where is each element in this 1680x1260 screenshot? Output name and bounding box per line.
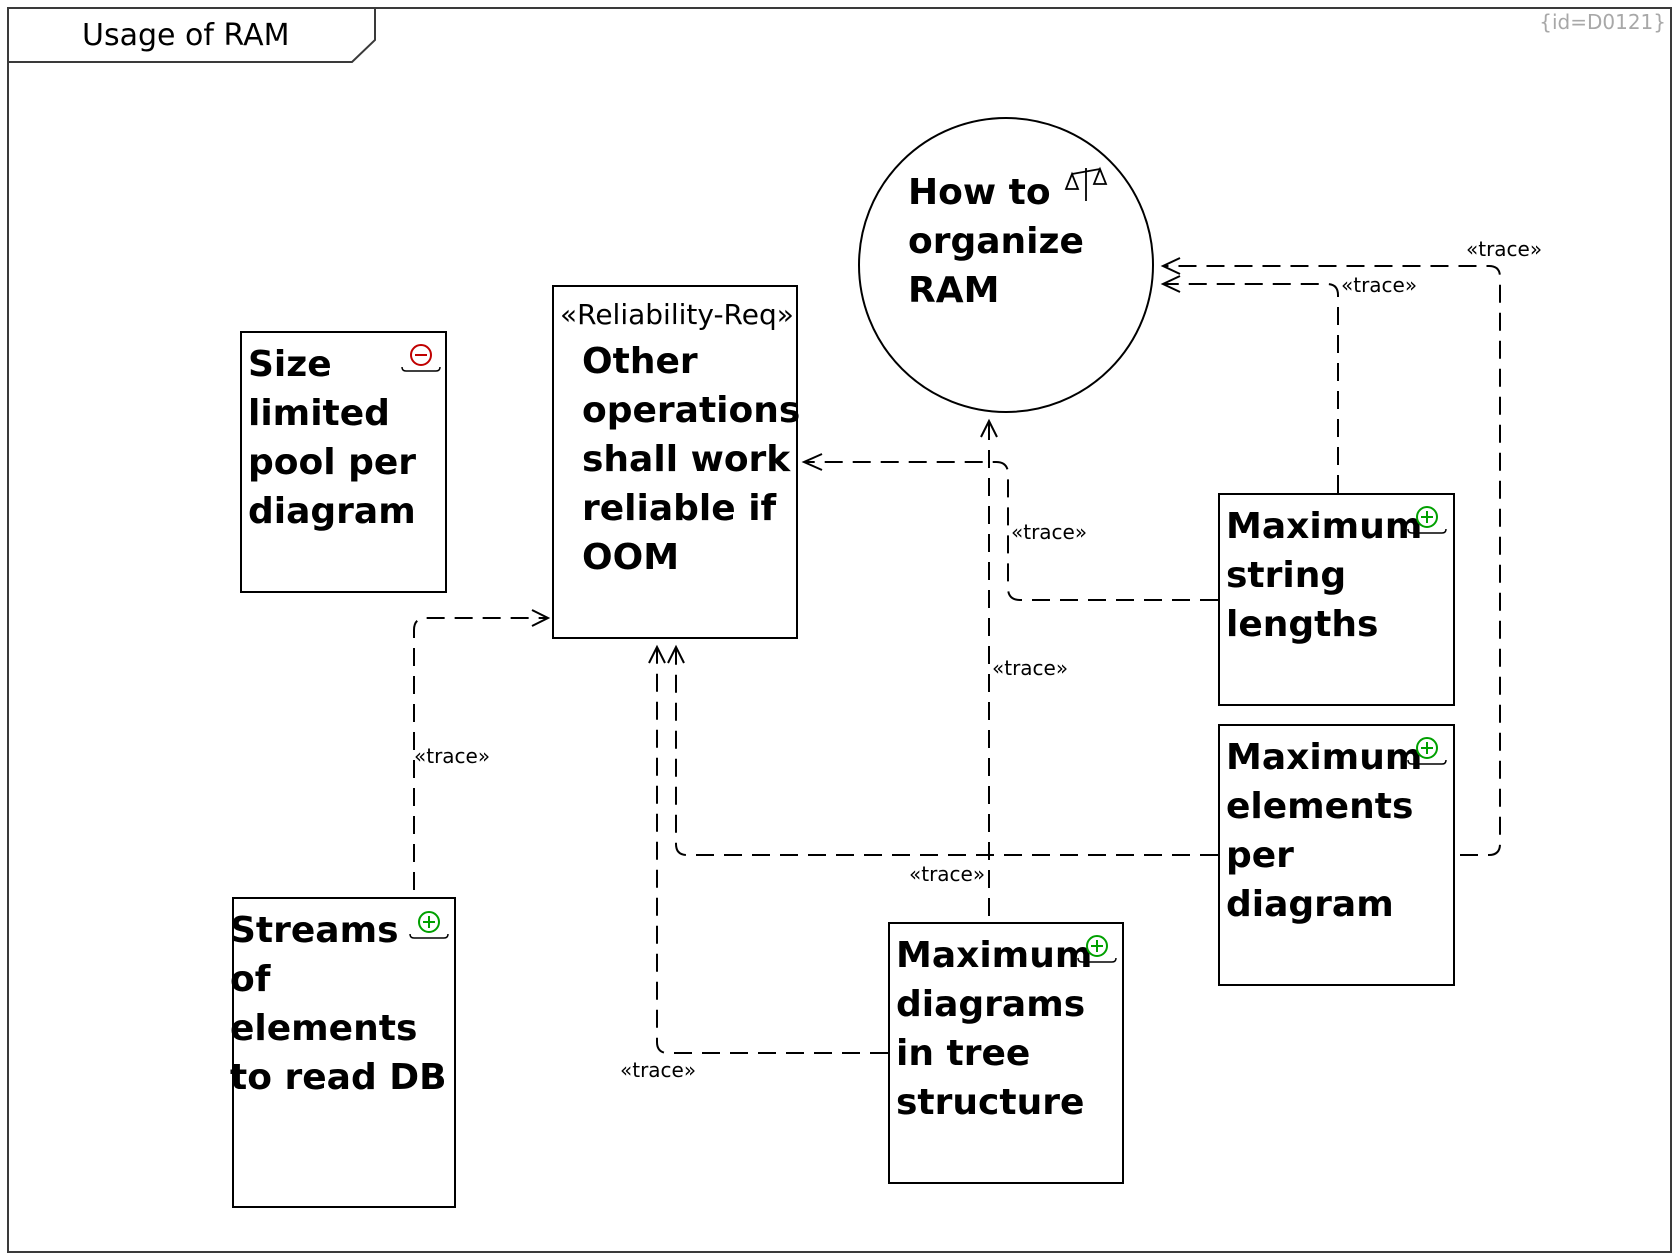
- diagram-frame: [7, 7, 1672, 1253]
- connector-strings-to-issue: [1163, 283, 1339, 493]
- arrowhead: [980, 418, 998, 438]
- connector-diagrams-to-req: [656, 647, 888, 1054]
- pro-streams-box[interactable]: [232, 897, 456, 1208]
- arrowhead: [1160, 257, 1181, 275]
- requirement-stereotype: «Reliability-Req»: [560, 298, 794, 331]
- requirement-text: Other operations shall work reliable if …: [582, 341, 801, 578]
- connector-elements-to-issue: [1163, 265, 1501, 856]
- trace-label: «trace»: [1466, 237, 1543, 261]
- issue-text: How to organize RAM: [908, 172, 1084, 311]
- arrowhead: [667, 644, 685, 664]
- pro-plus-icon: [1076, 933, 1120, 969]
- pro-plus-icon: [1406, 735, 1450, 771]
- pro-max-strings-text: Maximum string lengths: [1226, 506, 1423, 645]
- arrowhead: [531, 609, 551, 627]
- diagram-id: {id=D0121}: [1539, 10, 1666, 34]
- requirement-box[interactable]: [552, 285, 798, 639]
- connector-elements-to-req: [675, 647, 1218, 856]
- arrowhead: [1160, 275, 1181, 293]
- pro-plus-icon: [1406, 504, 1450, 540]
- pro-streams-text: Streams of elements to read DB: [230, 910, 447, 1098]
- con-minus-icon: [400, 342, 444, 378]
- connector-streams-to-req: [413, 617, 548, 890]
- arrowhead: [648, 644, 666, 664]
- trace-label: «trace»: [1341, 273, 1418, 297]
- arrowhead: [801, 453, 823, 471]
- pro-max-diagrams-box[interactable]: [888, 922, 1124, 1184]
- trace-label: «trace»: [909, 862, 986, 886]
- diagram-title: Usage of RAM: [82, 18, 290, 53]
- pro-max-elements-text: Maximum elements per diagram: [1226, 737, 1423, 925]
- pro-max-strings-box[interactable]: [1218, 493, 1455, 706]
- pro-plus-icon: [408, 909, 452, 945]
- trace-label: «trace»: [1011, 520, 1088, 544]
- trace-label: «trace»: [992, 656, 1069, 680]
- trace-label: «trace»: [414, 744, 491, 768]
- pro-max-elements-box[interactable]: [1218, 724, 1455, 986]
- con-size-pool-text: Size limited pool per diagram: [248, 344, 417, 532]
- con-size-pool-box[interactable]: [240, 331, 447, 593]
- pro-max-diagrams-text: Maximum diagrams in tree structure: [896, 935, 1093, 1123]
- balance-scale-icon: [1063, 164, 1109, 208]
- trace-label: «trace»: [620, 1058, 697, 1082]
- connector-strings-to-req: [804, 461, 1218, 601]
